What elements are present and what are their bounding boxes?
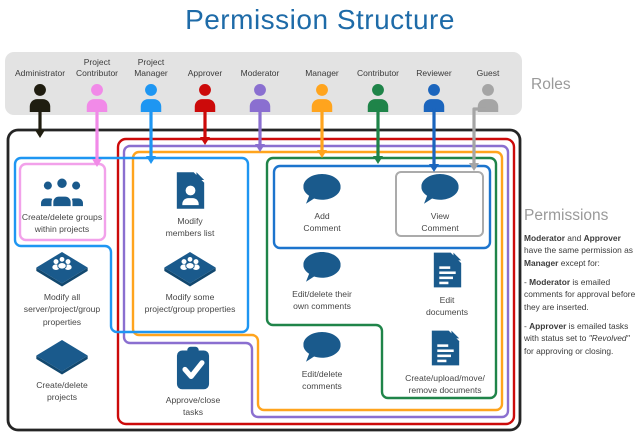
project-manager-arrow-head <box>146 156 156 164</box>
permission-item-edit-delete-comments: Edit/delete comments <box>280 332 364 393</box>
member-document-icon <box>175 170 206 211</box>
permission-item-label: Edit/delete comments <box>301 369 343 392</box>
reviewer-arrow-head <box>429 164 439 172</box>
permission-item-label: Approve/close tasks <box>165 395 221 418</box>
permission-item-label: Add Comment <box>303 211 341 234</box>
permission-item-modify-all-properties: Modify all server/project/group properti… <box>16 252 108 328</box>
permissions-note-paragraph: - Moderator is emailed comments for appr… <box>524 277 636 312</box>
permission-item-create-delete-groups: Create/delete groups within projects <box>16 176 108 236</box>
role-label-moderator: Moderator <box>240 67 280 78</box>
permission-item-create-delete-projects: Create/delete projects <box>16 340 108 404</box>
contributor-region-outline <box>265 156 498 400</box>
permission-item-add-comment: Add Comment <box>284 174 360 235</box>
permission-item-edit-delete-own-comments: Edit/delete their own comments <box>279 252 365 313</box>
document-lines-icon <box>432 250 463 290</box>
administrator-region-outline <box>6 128 522 432</box>
contributor-arrow <box>373 108 383 164</box>
manager-arrow <box>317 108 327 158</box>
permissions-heading: Permissions <box>524 207 609 224</box>
guest-arrow-head <box>469 163 479 171</box>
permission-item-label: Create/delete projects <box>36 380 88 403</box>
role-label-project-manager: Project Manager <box>134 56 168 78</box>
administrator-arrow-head <box>35 130 45 138</box>
permission-item-label: Edit documents <box>425 295 469 318</box>
reviewer-arrow <box>429 108 439 172</box>
project-contributor-arrow-head <box>92 159 102 167</box>
approver-region-outline <box>116 137 516 426</box>
role-label-approver: Approver <box>187 67 223 78</box>
document-lines-icon <box>430 328 461 368</box>
role-label-administrator: Administrator <box>14 67 66 78</box>
speech-bubble-icon <box>303 252 341 284</box>
permission-item-modify-some-properties: Modify some project/group properties <box>134 252 246 316</box>
people-group-icon <box>40 176 84 207</box>
moderator-arrow <box>255 108 265 152</box>
project-manager-arrow <box>146 108 156 164</box>
clipboard-check-icon <box>176 346 210 390</box>
permissions-note-paragraph: Moderator and Approver have the same per… <box>524 233 633 268</box>
moderator-region-outline <box>122 144 510 419</box>
contributor-arrow-head <box>373 156 383 164</box>
permission-item-modify-members-list: Modify members list <box>145 170 235 240</box>
project-contributor-arrow <box>92 108 102 167</box>
approver-arrow <box>200 108 210 145</box>
manager-region-outline <box>131 150 504 412</box>
diagram-title: Permission Structure <box>185 4 455 35</box>
manager-arrow-head <box>317 150 327 158</box>
project-manager-region-outline <box>13 156 250 334</box>
guest-arrow <box>469 107 486 171</box>
role-label-reviewer: Reviewer <box>416 67 452 78</box>
guest-arrow-line <box>472 107 486 164</box>
board-icon <box>36 340 88 375</box>
role-label-contributor: Contributor <box>356 67 400 78</box>
permission-item-view-comment: View Comment <box>402 174 478 235</box>
roles-band <box>5 52 522 115</box>
permission-item-edit-documents: Edit documents <box>405 250 489 319</box>
permission-item-label: Create/delete groups within projects <box>21 212 103 235</box>
reviewer-comments-box <box>272 164 492 250</box>
guest-view-comment-box <box>395 171 484 237</box>
permission-item-approve-close-tasks: Approve/close tasks <box>150 346 236 419</box>
role-label-project-contributor: Project Contributor <box>75 56 119 78</box>
roles-heading: Roles <box>531 76 571 93</box>
permission-item-label: Modify all server/project/group properti… <box>23 292 101 327</box>
role-label-manager: Manager <box>305 67 339 78</box>
permission-item-label: Modify members list <box>165 216 215 239</box>
permissions-note-paragraph: - Approver is emailed tasks with status … <box>524 321 630 356</box>
speech-bubble-icon <box>303 332 341 364</box>
permission-item-label: Create/upload/move/ remove documents <box>405 373 485 396</box>
moderator-arrow-head <box>255 144 265 152</box>
permission-item-label: Edit/delete their own comments <box>292 289 352 312</box>
permissions-note: Moderator and Approver have the same per… <box>524 232 638 364</box>
administrator-arrow <box>35 108 45 138</box>
project-contributor-box <box>18 162 107 242</box>
permission-item-label: Modify some project/group properties <box>144 292 236 315</box>
board-people-icon <box>36 252 88 287</box>
speech-bubble-icon <box>421 174 459 206</box>
board-people-icon <box>164 252 216 287</box>
approver-arrow-head <box>200 137 210 145</box>
role-label-guest: Guest <box>476 67 500 78</box>
speech-bubble-icon <box>303 174 341 206</box>
permission-item-label: View Comment <box>421 211 459 234</box>
permission-item-create-upload-move-remove-documents: Create/upload/move/ remove documents <box>389 328 501 397</box>
